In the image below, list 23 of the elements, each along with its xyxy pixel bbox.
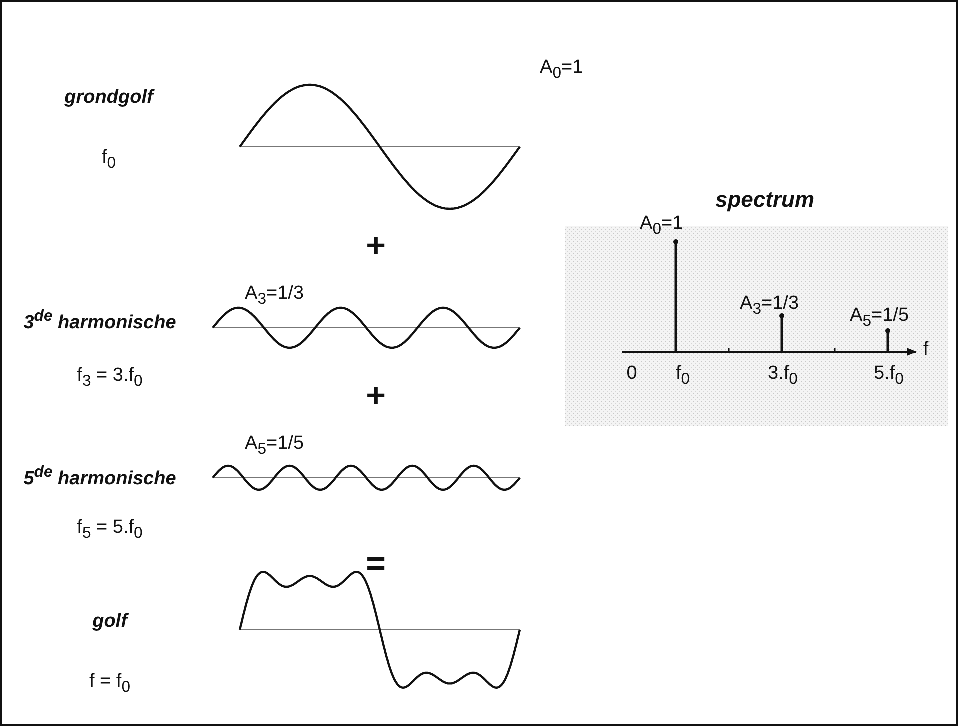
frequency-label: f$_{0}$ — [102, 148, 116, 172]
axis-tick-label: f$_{0}$ — [676, 364, 690, 388]
axis-title: f — [923, 340, 929, 361]
axis-tick-label: 5.f$_{0}$ — [874, 364, 904, 388]
amplitude-label: A$_{3}$=1/3 — [245, 284, 304, 308]
frequency-label: f$_{5}$ = 5.f$_{0}$ — [77, 518, 143, 542]
chart-title: spectrum — [715, 188, 815, 212]
frequency-label: f = f$_{0}$ — [89, 672, 131, 696]
wave-name: grondgolf — [64, 88, 154, 109]
axis-tick-label: 3.f$_{0}$ — [768, 364, 798, 388]
amplitude-label: A$_{5}$=1/5 — [850, 306, 910, 330]
frequency-label: f$_{3}$ = 3.f$_{0}$ — [77, 366, 143, 390]
amplitude-label: A$_{0}$=1 — [540, 58, 584, 82]
amplitude-label: A$_{3}$=1/3 — [740, 294, 800, 318]
wave-name: 5$^{de}$ harmonische — [24, 464, 176, 490]
equals-sign: = — [366, 546, 386, 584]
wave-name: golf — [92, 612, 128, 633]
axis-tick-label: 0 — [626, 364, 638, 385]
amplitude-label: A$_{0}$=1 — [640, 214, 684, 238]
plus-sign: + — [366, 228, 386, 266]
wave-name: 3$^{de}$ harmonische — [24, 308, 176, 334]
amplitude-label: A$_{5}$=1/5 — [245, 434, 304, 458]
plus-sign: + — [366, 378, 386, 416]
